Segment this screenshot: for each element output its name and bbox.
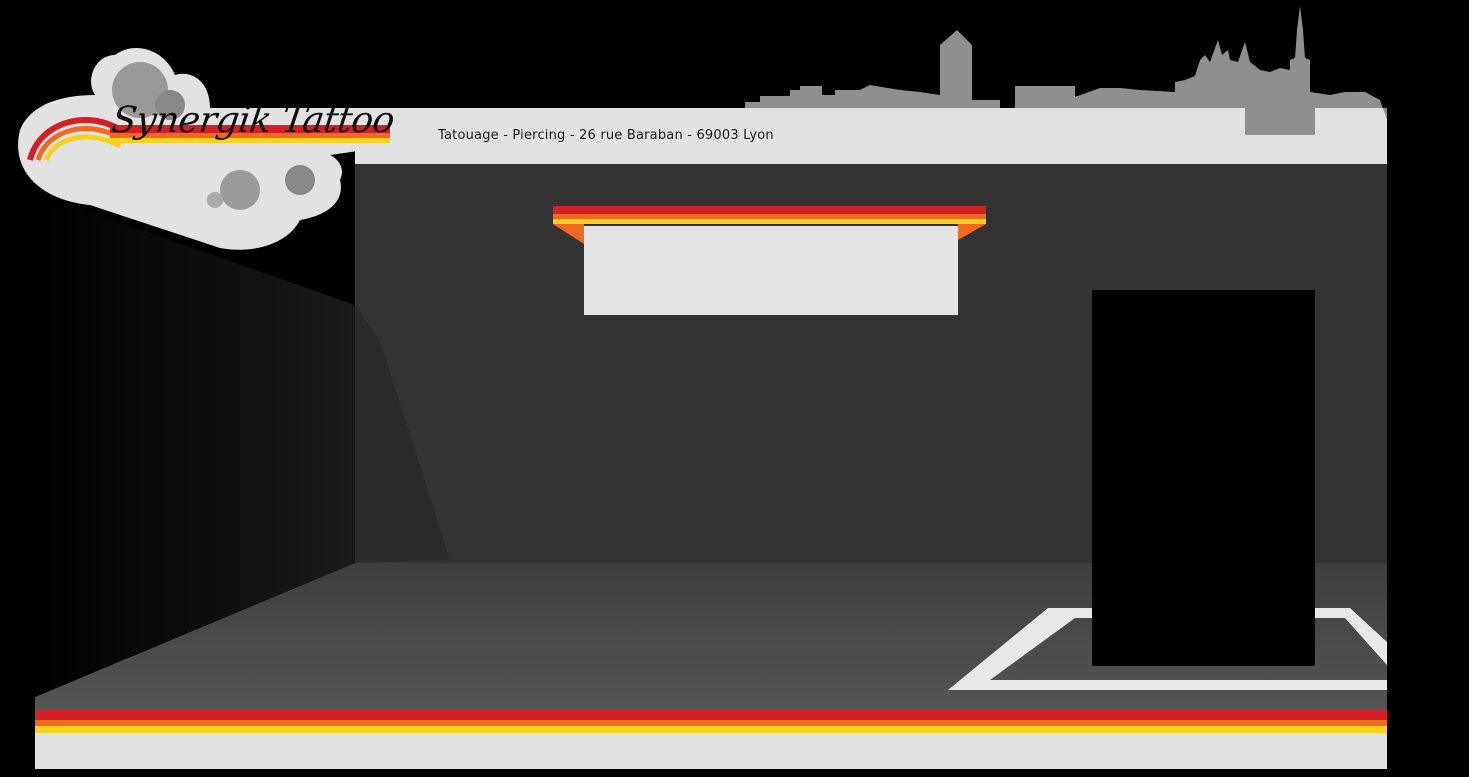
wall-sign-board <box>584 226 958 315</box>
sign-fold-right <box>958 224 986 240</box>
banner-red <box>35 709 1387 720</box>
header-bar <box>355 108 1387 164</box>
left-wall-shadow-fold <box>355 305 450 563</box>
sign-stripe-orange <box>553 214 986 219</box>
floor <box>35 563 1387 710</box>
banner-yellow <box>35 726 1387 733</box>
lyon-skyline-icon <box>745 6 1387 135</box>
header-tagline: Tatouage - Piercing - 26 rue Baraban - 6… <box>438 128 774 143</box>
sign-stripe-yellow <box>553 219 986 224</box>
sign-fold-left <box>553 224 584 244</box>
doorway <box>1092 290 1315 666</box>
banner-orange <box>35 720 1387 726</box>
sign-stripe-red <box>553 206 986 214</box>
banner-base <box>35 733 1387 769</box>
left-wall-shadow <box>35 205 355 697</box>
floor-marking <box>948 608 1387 690</box>
ink-splash-logo-icon <box>18 47 400 250</box>
brand-logo-text[interactable]: Synergik Tattoo <box>109 100 397 141</box>
